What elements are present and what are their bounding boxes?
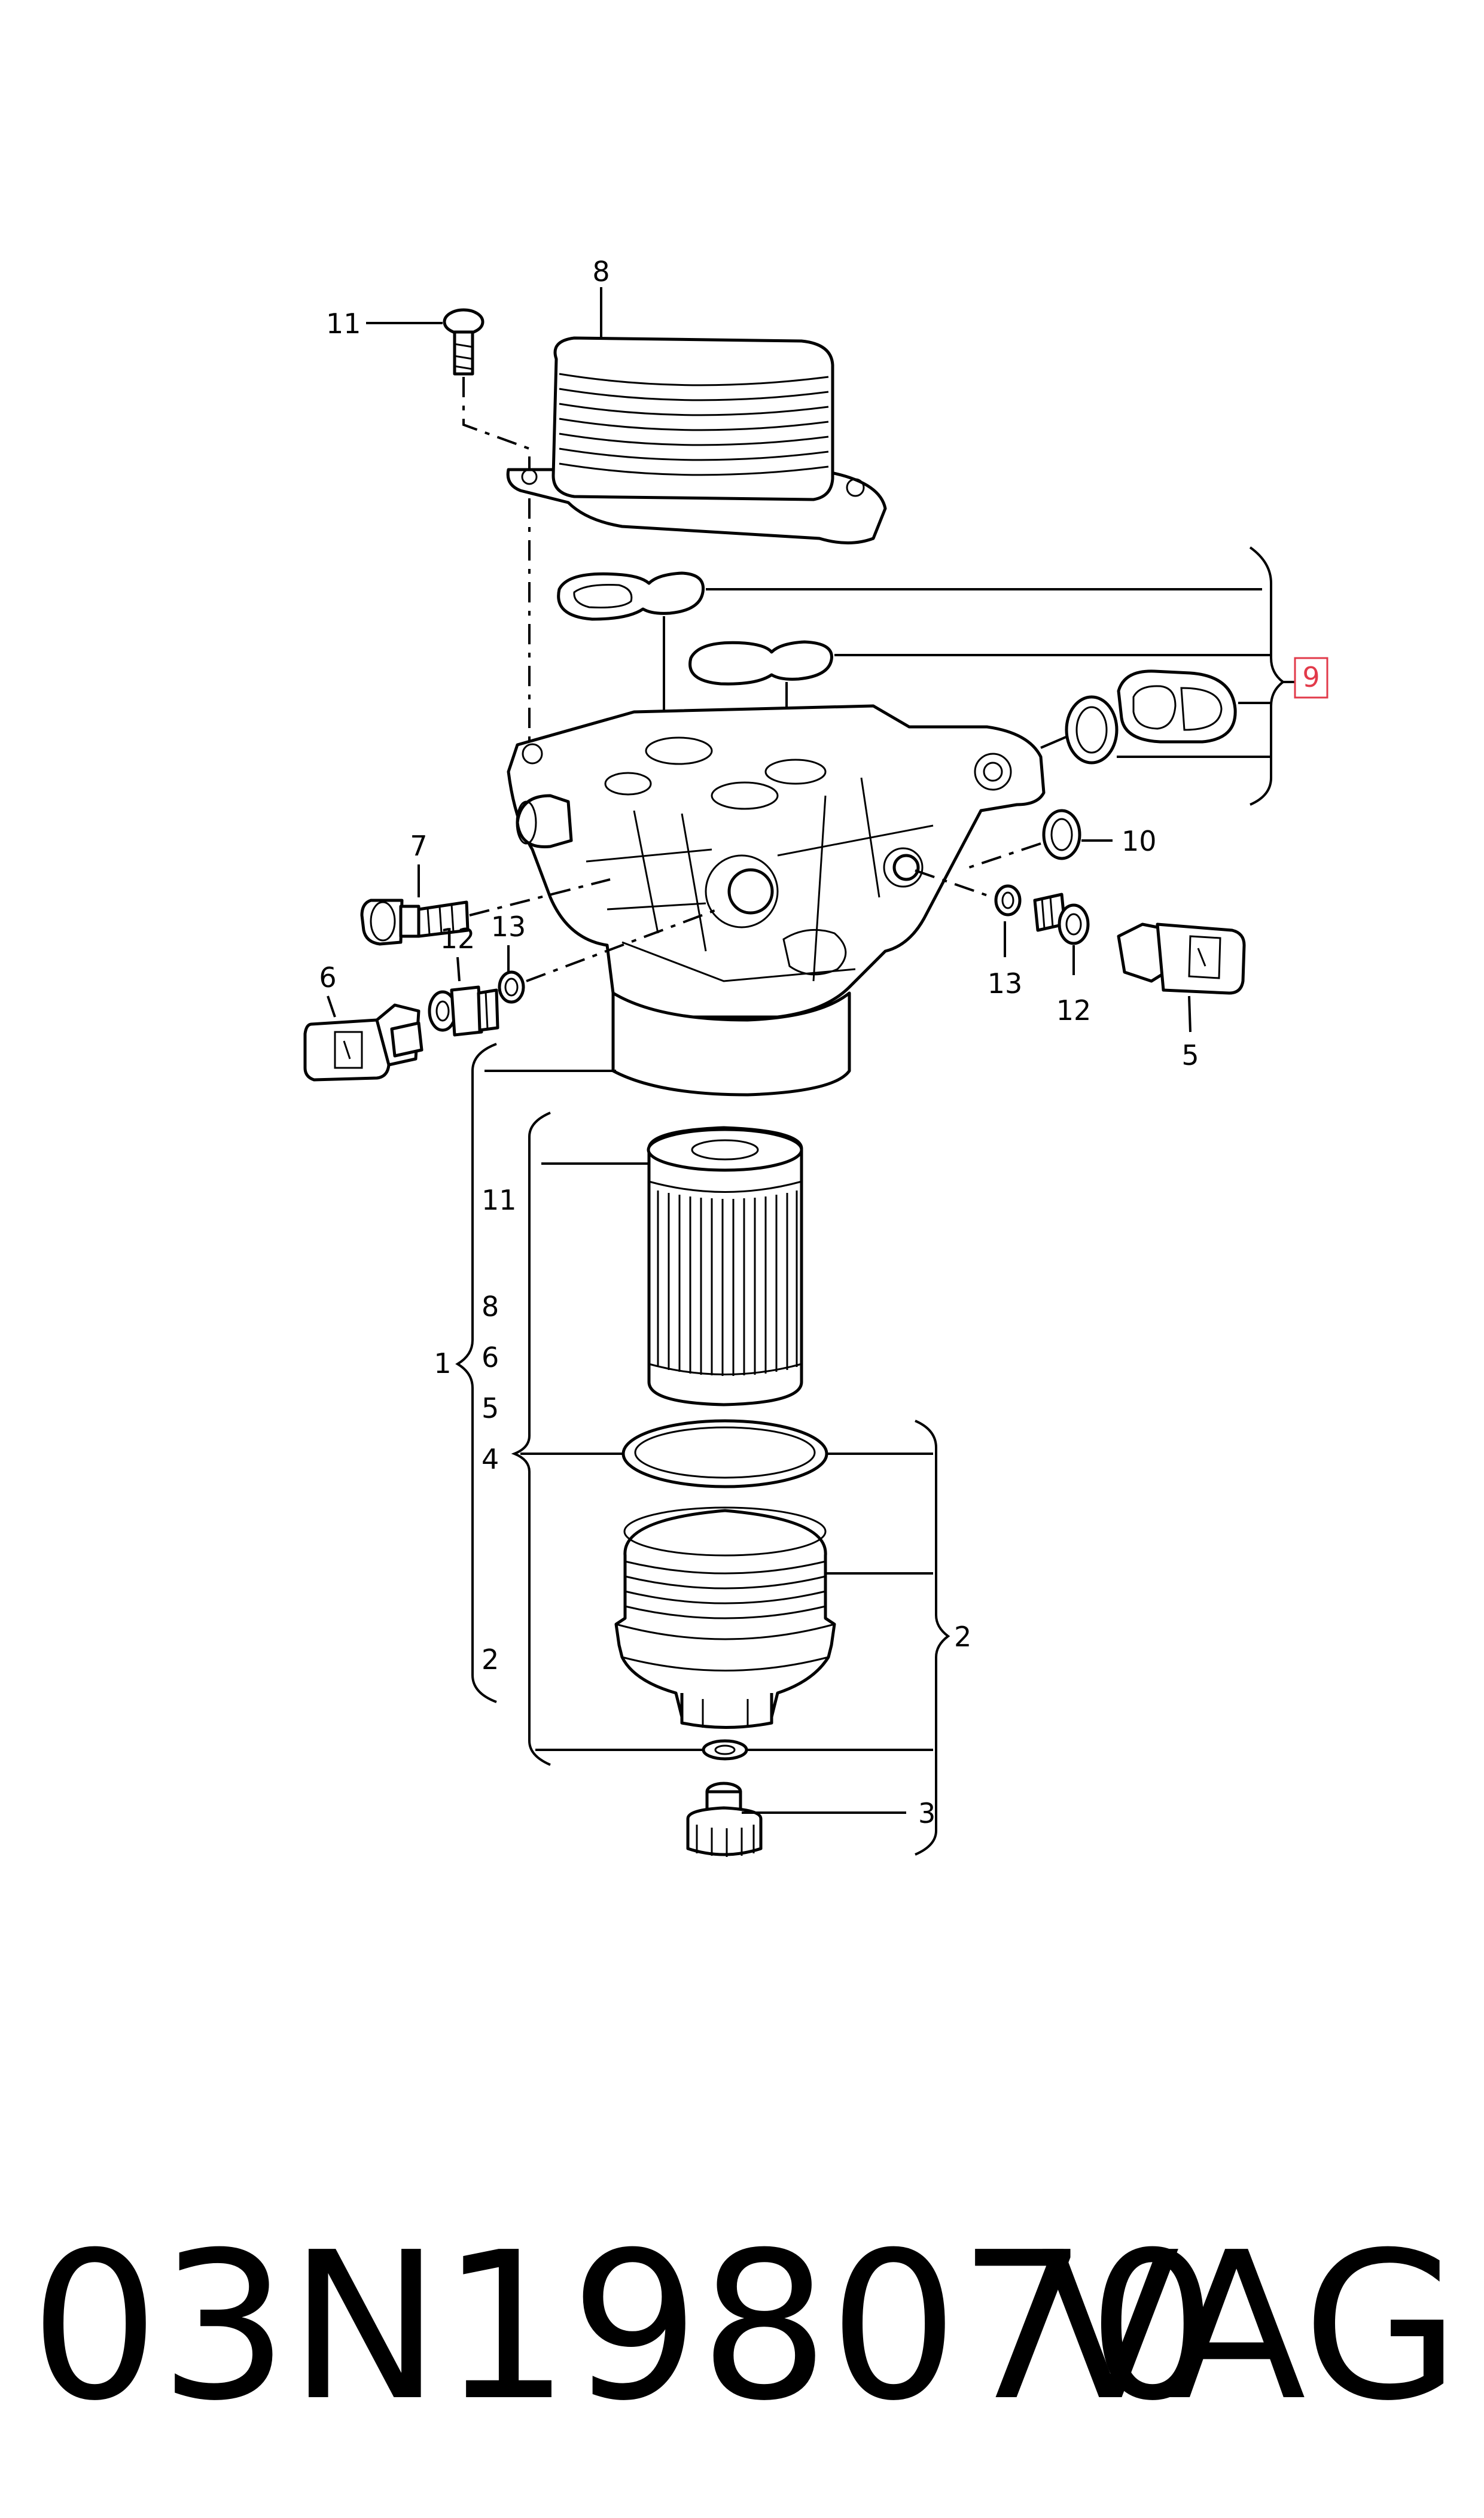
seal-part-10: 10 <box>968 809 1157 869</box>
callout-2-sub: 2 <box>482 1643 499 1676</box>
callout-11-sub: 11 <box>482 1184 517 1216</box>
o-ring-part-4 <box>520 1419 933 1488</box>
drain-plug-part-3: 3 <box>686 1782 936 1857</box>
plug-part-12-left: 12 <box>428 922 499 1037</box>
callout-13-right: 13 <box>988 967 1023 1000</box>
screw-part-11 <box>366 308 531 748</box>
seal-washer <box>535 1739 933 1761</box>
bracket-group-2: 2 <box>915 1420 971 1856</box>
seal-part-13-left: 13 <box>491 908 718 1004</box>
callout-12-left: 12 <box>440 922 476 955</box>
highlight-box-9 <box>1294 657 1328 699</box>
part-caption: 03N198070 VAG <box>0 2202 1484 2453</box>
sensor-part-5: 5 <box>1117 922 1246 1071</box>
bracket-subgroup <box>511 1112 551 1766</box>
callout-5: 5 <box>1181 1039 1199 1071</box>
brand-name: VAG <box>1041 2209 1460 2446</box>
callout-2: 2 <box>954 1621 971 1653</box>
callout-7: 7 <box>410 830 427 862</box>
callout-8-sub: 8 <box>482 1290 499 1323</box>
plug-part-12-right: 12 <box>1033 893 1092 1027</box>
part-number: 03N198070 <box>30 2209 1217 2446</box>
callout-13-left: 13 <box>491 911 526 943</box>
callout-4-sub: 4 <box>482 1443 499 1475</box>
callout-10: 10 <box>1122 825 1157 857</box>
filter-element <box>541 1126 803 1406</box>
bolt-part-7: 7 <box>360 830 611 946</box>
gasket-set-part-9: 9 <box>557 546 1328 806</box>
callout-3: 3 <box>918 1797 936 1829</box>
exploded-parts-diagram: 9 7 6 <box>303 255 1328 1857</box>
callout-9: 9 <box>1302 661 1320 693</box>
callout-6: 6 <box>319 961 336 994</box>
callout-8-top: 8 <box>592 255 610 288</box>
callout-11-top: 11 <box>326 307 361 340</box>
callout-12-right: 12 <box>1056 994 1092 1027</box>
seal-part-13-right: 13 <box>915 869 1023 1000</box>
callout-5-sub: 5 <box>482 1392 499 1424</box>
callout-6-sub: 6 <box>482 1341 499 1374</box>
sensor-part-6: 6 <box>303 961 423 1082</box>
callout-1: 1 <box>434 1347 451 1380</box>
bracket-group-1: 1 <box>434 1043 497 1703</box>
oil-filter-housing <box>484 704 1046 1097</box>
filter-cap-part-2 <box>614 1506 933 1729</box>
oil-cooler-part-8 <box>506 287 887 544</box>
